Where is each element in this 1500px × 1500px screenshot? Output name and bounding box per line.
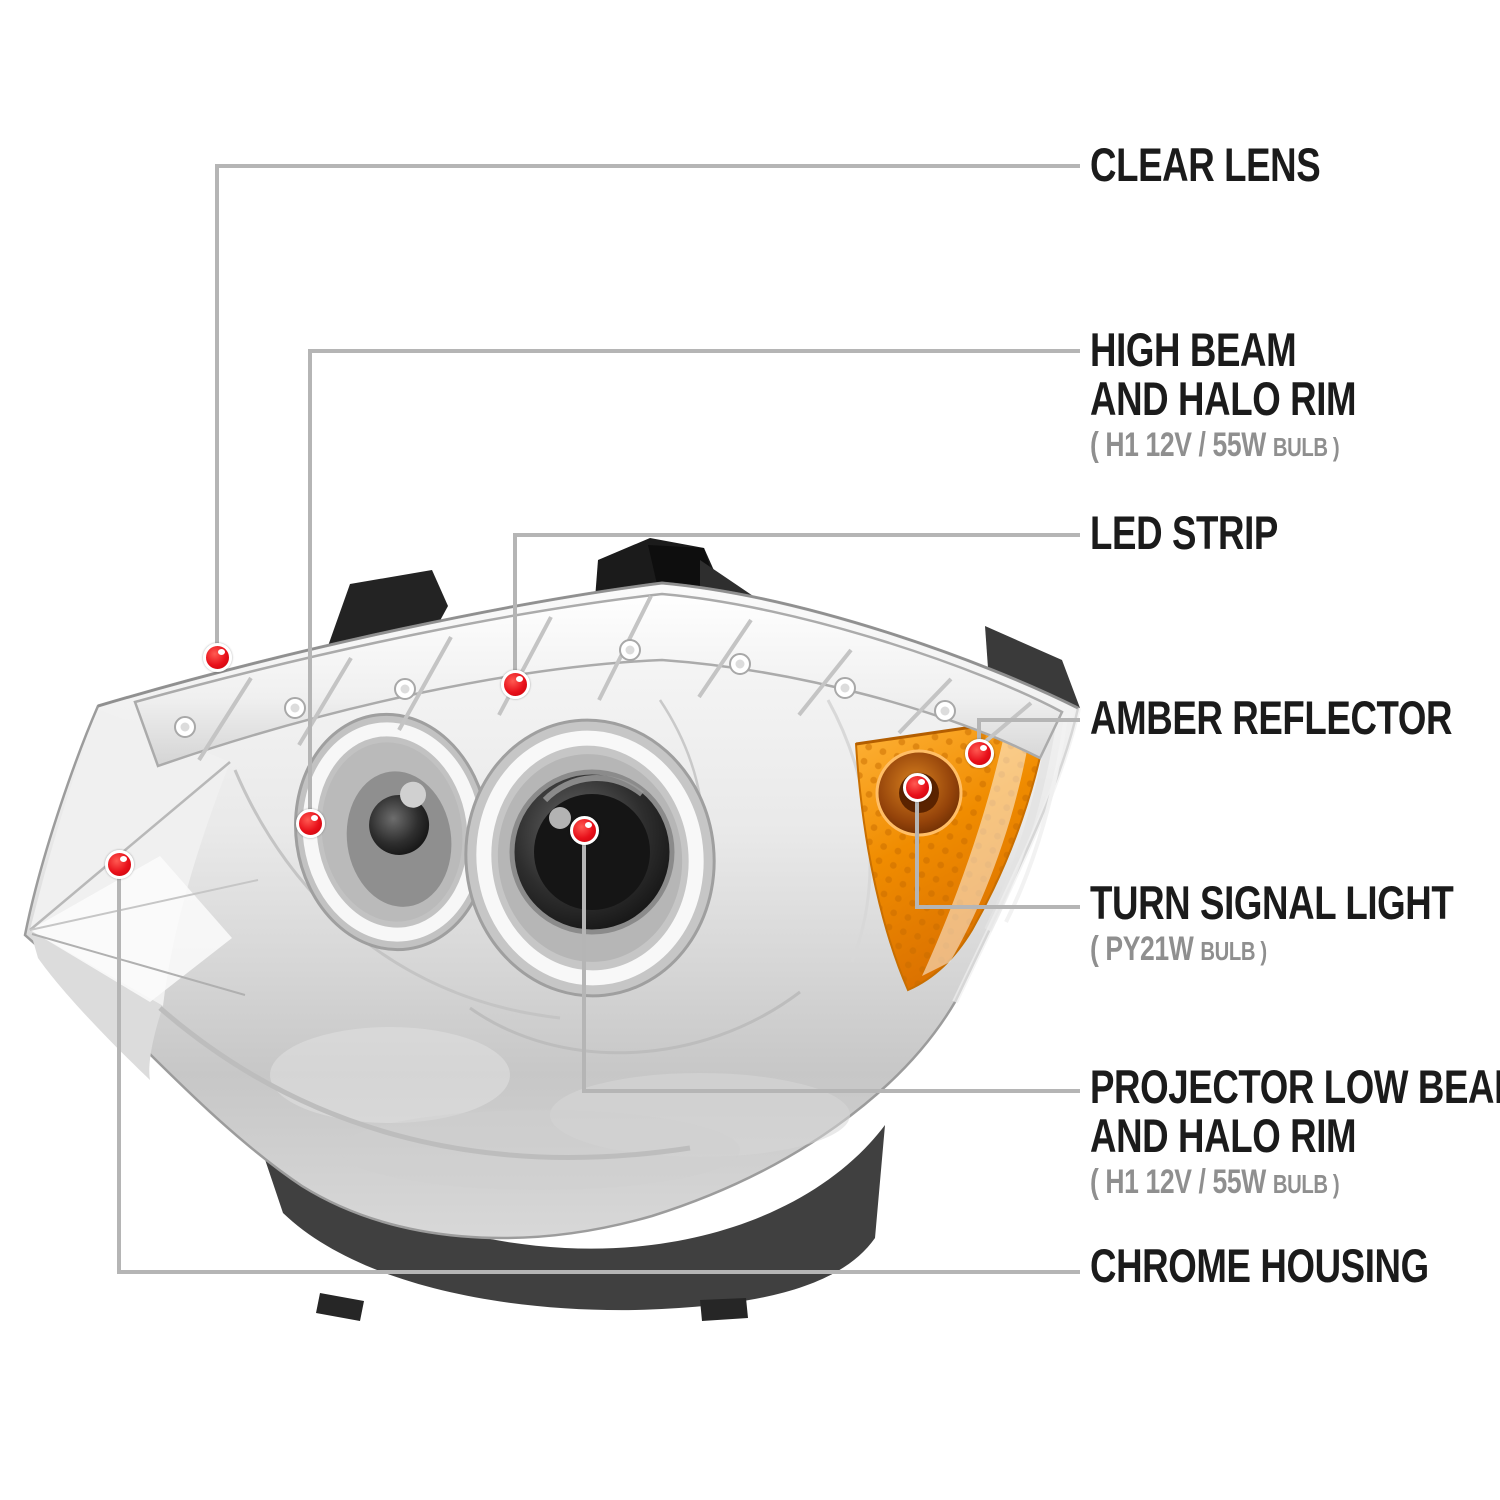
projector-low-beam-and-halo-rim-marker	[569, 815, 599, 845]
amber-reflector-marker	[964, 738, 994, 768]
high-beam-and-halo-rim-bulb-spec: ( H1 12V / 55W BULB )	[1090, 426, 1356, 466]
chrome-housing-leader-horizontal	[117, 1270, 1080, 1274]
turn-signal-light-label-line: TURN SIGNAL LIGHT	[1090, 876, 1454, 929]
projector-low-beam-and-halo-rim-bulb-spec-main: ( H1 12V / 55W	[1090, 1163, 1273, 1201]
chrome-housing-marker	[104, 849, 134, 879]
amber-reflector-leader-vertical	[977, 718, 981, 757]
chrome-housing-label-line: CHROME HOUSING	[1090, 1239, 1429, 1292]
low-beam-unit	[464, 718, 716, 998]
clear-lens-leader-horizontal	[215, 164, 1080, 168]
turn-signal-light-leader-vertical	[915, 787, 919, 909]
projector-low-beam-and-halo-rim-label-line: AND HALO RIM	[1090, 1109, 1357, 1162]
amber-reflector-leader-horizontal	[977, 718, 1080, 722]
led-dots	[174, 639, 956, 738]
led-strip-band	[133, 592, 1064, 768]
turn-signal-light-marker	[902, 772, 932, 802]
clear-lens-label: CLEAR LENS	[1090, 138, 1321, 191]
projector-low-beam-and-halo-rim-leader-horizontal	[582, 1089, 1080, 1093]
chrome-housing-leader-vertical	[117, 864, 121, 1274]
high-beam-and-halo-rim-bulb-spec-small: BULB )	[1272, 432, 1340, 462]
turn-signal-light-leader-horizontal	[915, 905, 1080, 909]
turn-signal-light-label: TURN SIGNAL LIGHT( PY21W BULB )	[1090, 876, 1454, 970]
projector-low-beam-and-halo-rim-label-line: PROJECTOR LOW BEAM	[1090, 1060, 1500, 1113]
top-rim	[97, 581, 1079, 710]
led-strip-label: LED STRIP	[1090, 508, 1278, 557]
projector-low-beam-and-halo-rim-leader-vertical	[582, 830, 586, 1093]
turn-signal-light-bulb-spec: ( PY21W BULB )	[1090, 930, 1453, 970]
amber-reflector-label: AMBER REFLECTOR	[1090, 691, 1453, 744]
high-beam-and-halo-rim-marker	[295, 808, 325, 838]
high-beam-and-halo-rim-leader-vertical	[308, 349, 312, 827]
clear-lens-leader-vertical	[215, 164, 219, 661]
projector-low-beam-and-halo-rim-bulb-spec: ( H1 12V / 55W BULB )	[1090, 1163, 1500, 1203]
high-beam-and-halo-rim-leader-horizontal	[308, 349, 1080, 353]
high-beam-and-halo-rim-label-line: HIGH BEAM	[1090, 323, 1297, 376]
housing-base	[245, 1100, 885, 1321]
turn-signal-light-bulb-spec-main: ( PY21W	[1090, 930, 1201, 968]
turn-signal-light-bulb-spec-small: BULB )	[1200, 936, 1267, 966]
reflector-swirls	[158, 699, 872, 1190]
led-strip-leader-vertical	[513, 533, 517, 688]
amber-reflector-label-line: AMBER REFLECTOR	[1090, 691, 1453, 744]
led-strip-label-line: LED STRIP	[1090, 506, 1278, 559]
clear-lens-marker	[202, 642, 232, 672]
high-beam-and-halo-rim-bulb-spec-main: ( H1 12V / 55W	[1090, 426, 1273, 464]
clear-lens-label-line: CLEAR LENS	[1090, 138, 1321, 191]
led-strip-leader-horizontal	[513, 533, 1080, 537]
high-beam-unit	[294, 712, 490, 952]
projector-low-beam-and-halo-rim-bulb-spec-small: BULB )	[1272, 1169, 1340, 1199]
high-beam-and-halo-rim-label-line: AND HALO RIM	[1090, 372, 1357, 425]
led-strip-marker	[500, 669, 530, 699]
chrome-housing-label: CHROME HOUSING	[1090, 1241, 1429, 1290]
